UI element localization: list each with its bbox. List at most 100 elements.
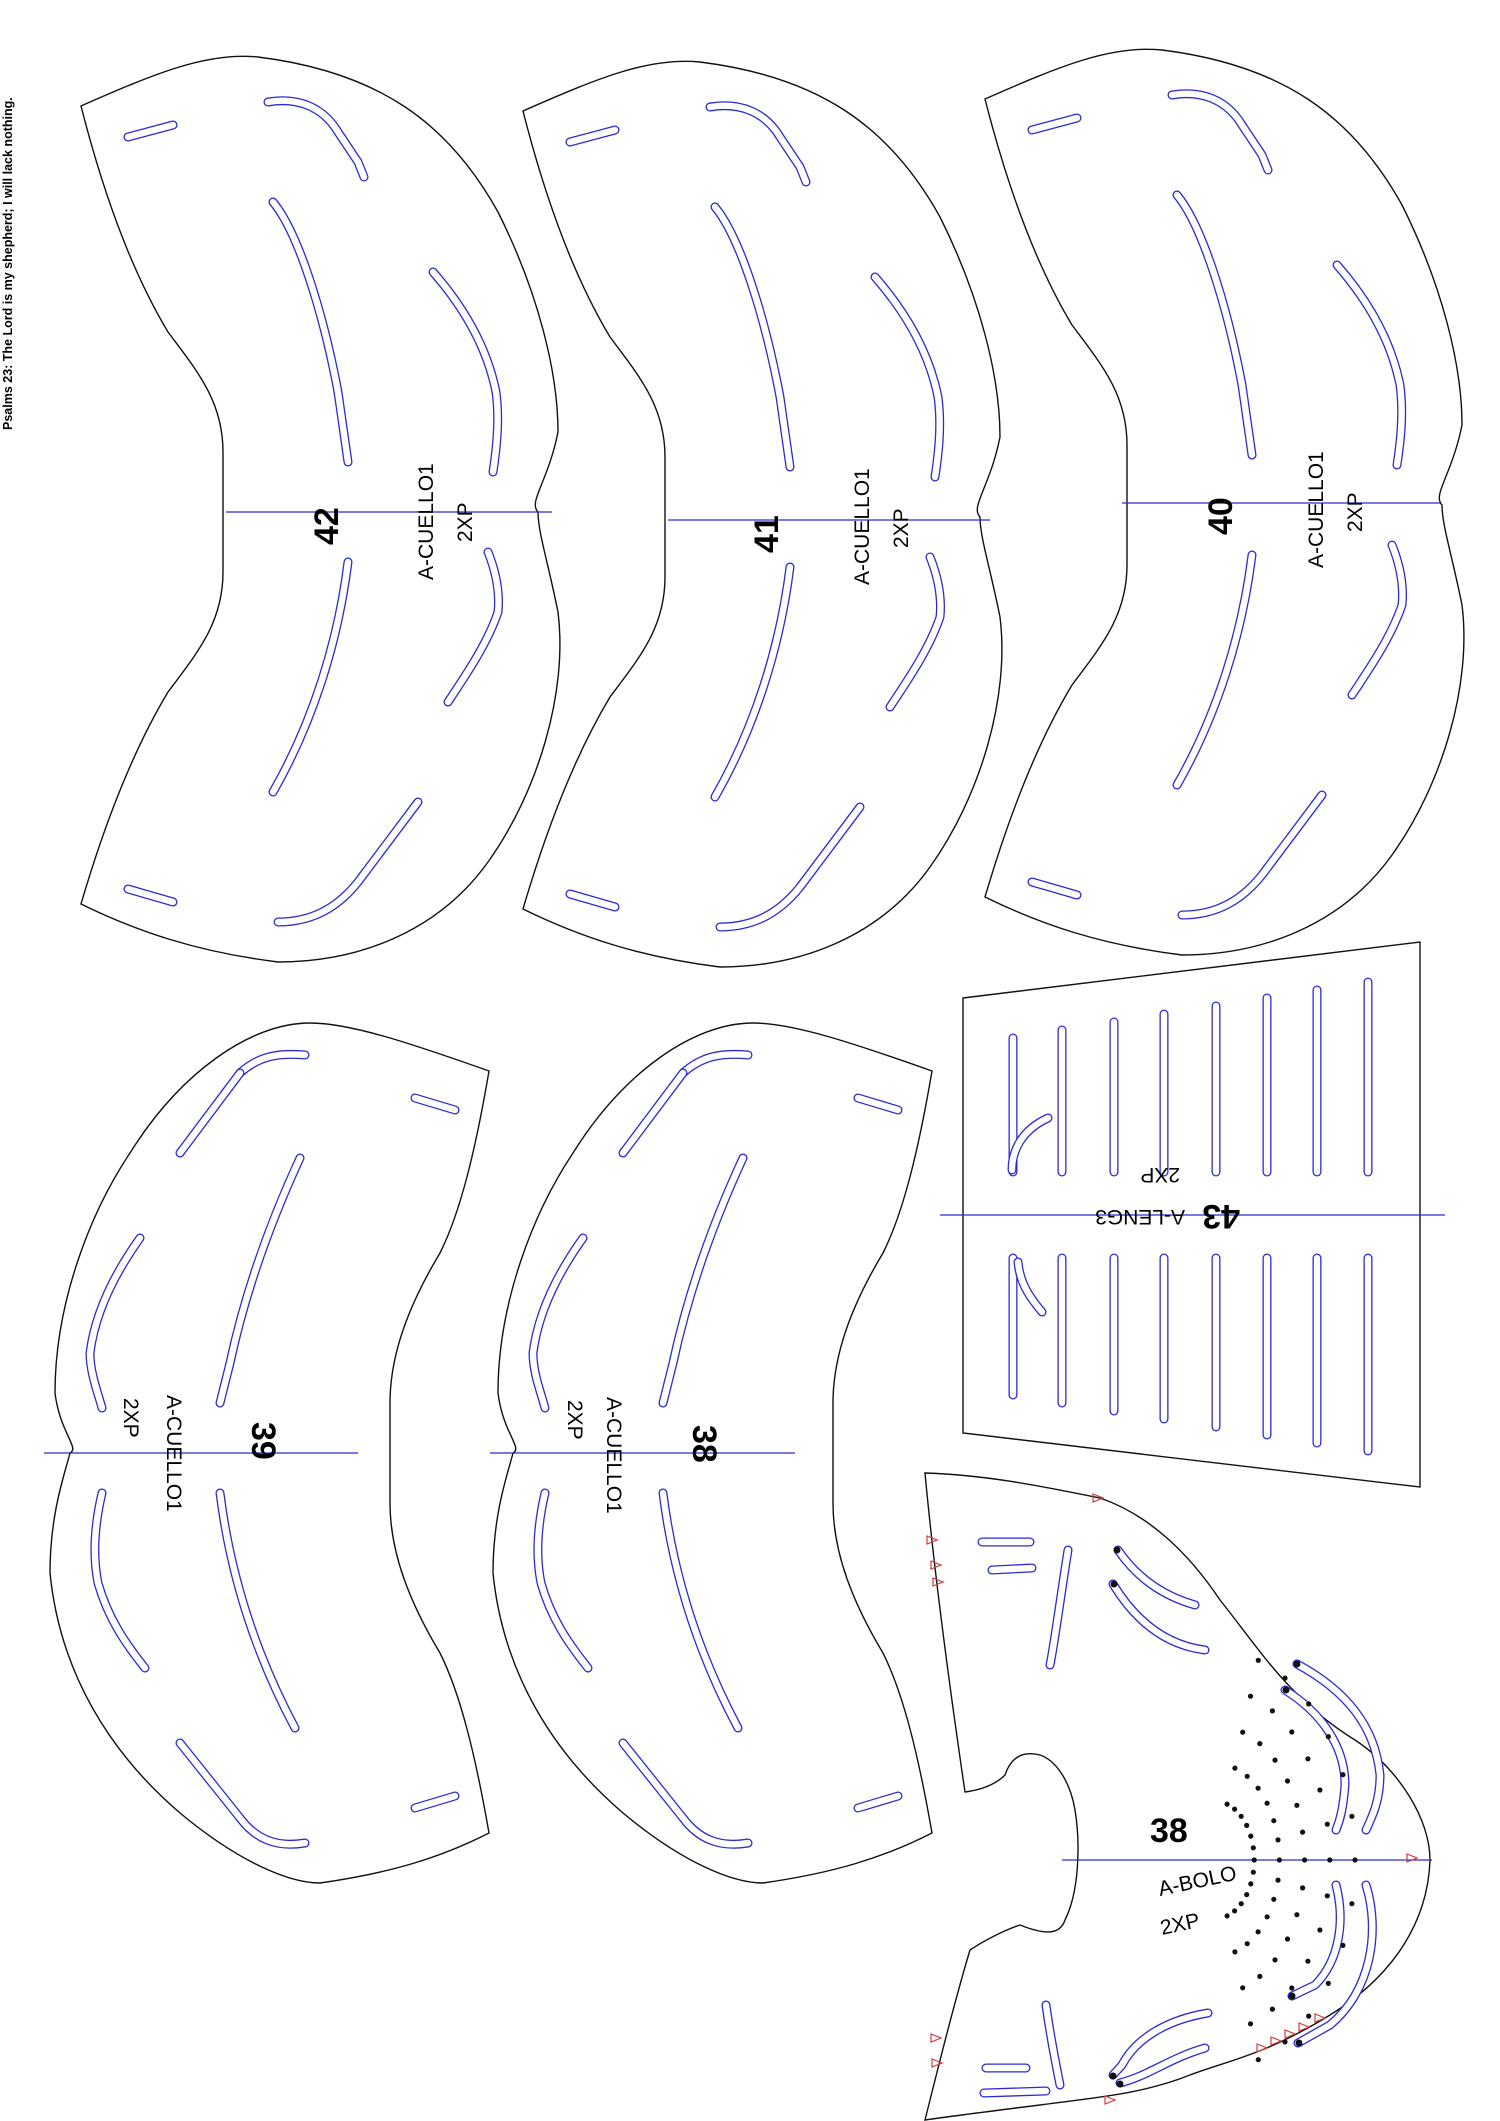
punch-dot [1275, 1837, 1281, 1843]
notch-mark [1092, 1493, 1105, 1503]
collar-piece-38: 38 A-CUELLO1 2XP [490, 1023, 932, 1883]
punch-dot [1300, 1829, 1306, 1835]
bolo-outline [924, 1472, 1431, 2121]
punch-dot [1349, 1901, 1355, 1907]
size-label: 39 [244, 1422, 282, 1460]
quantity-label: 2XP [1140, 1163, 1180, 1186]
punch-dot [1327, 1857, 1333, 1863]
quantity-label: 2XP [119, 1398, 142, 1438]
punch-dot [1324, 1821, 1330, 1827]
punch-dot [1284, 1778, 1291, 1784]
punch-dot [1282, 2039, 1288, 2045]
piece-code-label: A-CUELLO1 [602, 1397, 625, 1514]
punch-dot [1250, 1845, 1256, 1851]
punch-dot [1325, 1734, 1331, 1740]
quantity-label: 2XP [890, 508, 913, 548]
size-label: 40 [1202, 497, 1240, 535]
punch-dot [1300, 1885, 1306, 1891]
slot-group [977, 1537, 1385, 2098]
notch-mark [932, 1577, 945, 1587]
punch-dot [1264, 1914, 1270, 1920]
notch-marks [926, 1493, 1419, 2105]
punch-dot [1305, 1756, 1311, 1762]
punch-dot [1244, 1822, 1250, 1828]
punch-dot [1294, 1912, 1300, 1918]
punch-dot [1240, 1985, 1246, 1991]
collar-piece-41: 41 A-CUELLO1 2XP [523, 61, 1002, 967]
punch-dot [1272, 1957, 1278, 1963]
size-label: 43 [1202, 1197, 1240, 1235]
notch-mark [1270, 2036, 1283, 2046]
punch-dot [1269, 2006, 1275, 2012]
tongue-outline [962, 941, 1421, 1488]
punch-dot [1257, 1973, 1263, 1979]
punch-dot [1269, 1708, 1275, 1714]
punch-dot [1317, 1787, 1323, 1793]
notch-mark [1256, 2043, 1269, 2053]
punch-dot [1255, 1929, 1261, 1935]
collar-piece-40: 40 A-CUELLO1 2XP [985, 49, 1464, 955]
punch-dot [1349, 1813, 1355, 1819]
punch-dot [1324, 1893, 1330, 1899]
punch-dot [1248, 1881, 1254, 1887]
punch-dot [1306, 1701, 1312, 1707]
punch-dot [1244, 1773, 1250, 1779]
punch-dot [1232, 1908, 1238, 1914]
collar-piece-42: 42 A-CUELLO1 2XP [81, 56, 560, 962]
quantity-label: 2XP [1344, 492, 1367, 532]
punch-dot [1264, 1800, 1270, 1806]
punch-dot [1289, 1985, 1295, 1991]
notch-mark [930, 2033, 943, 2043]
quantity-label: 2XP [454, 502, 477, 542]
punch-dot [1232, 1806, 1238, 1812]
punch-dot [1302, 1857, 1308, 1863]
piece-code-label: A-CUELLO1 [162, 1395, 185, 1512]
punch-dot [1275, 1877, 1281, 1883]
size-label: 38 [1150, 1812, 1188, 1850]
notch-mark [1298, 2022, 1311, 2032]
punch-dot [1255, 1657, 1261, 1663]
collar-piece-39: 39 A-CUELLO1 2XP [44, 1023, 489, 1883]
punch-dot [1247, 1693, 1254, 1699]
size-label: 42 [308, 507, 346, 545]
notch-mark [1314, 2013, 1327, 2023]
punch-dot [1271, 1896, 1277, 1902]
punch-dot [1282, 1675, 1288, 1681]
punch-dot [1240, 1729, 1246, 1735]
punch-dot [1306, 2013, 1312, 2019]
punch-dot [1294, 1802, 1300, 1808]
punch-dot [1238, 1901, 1244, 1907]
punch-dot [1340, 1772, 1346, 1778]
notch-mark [926, 1535, 939, 1545]
punch-dot [1244, 1941, 1250, 1947]
punch-dot [1271, 1818, 1277, 1824]
punch-dot [1340, 1942, 1346, 1948]
punch-dot [1248, 1833, 1254, 1839]
notch-mark [1284, 2029, 1297, 2039]
quantity-label: 2XP [563, 1400, 586, 1440]
punch-dot [1257, 1741, 1263, 1747]
notch-mark [1406, 1853, 1419, 1863]
punch-dot [1276, 1857, 1282, 1863]
collar-outline [523, 61, 1002, 967]
punch-dot [1325, 1980, 1331, 1986]
quantity-label: 2XP [1158, 1909, 1202, 1940]
piece-code-label: A-LENG3 [1095, 1205, 1185, 1228]
punch-dot [1232, 1949, 1238, 1955]
punch-dot [1244, 1892, 1250, 1898]
punch-dot [1317, 1927, 1323, 1933]
piece-code-label: A-BOLO [1156, 1862, 1238, 1901]
punch-dot [1352, 1857, 1358, 1863]
piece-code-label: A-CUELLO1 [1305, 451, 1328, 568]
punch-dot [1289, 1729, 1295, 1735]
punch-dot [1255, 2057, 1261, 2063]
bolo-piece-38: 38 A-BOLO 2XP [924, 1472, 1432, 2121]
punch-dot [1238, 1813, 1244, 1819]
punch-dots [1109, 1546, 1358, 2088]
punch-dot [1272, 1757, 1278, 1763]
punch-dot [1255, 1785, 1261, 1791]
punch-dot [1251, 1857, 1257, 1863]
sheet-quote: Psalms 23: The Lord is my shepherd; I wi… [1, 97, 15, 430]
